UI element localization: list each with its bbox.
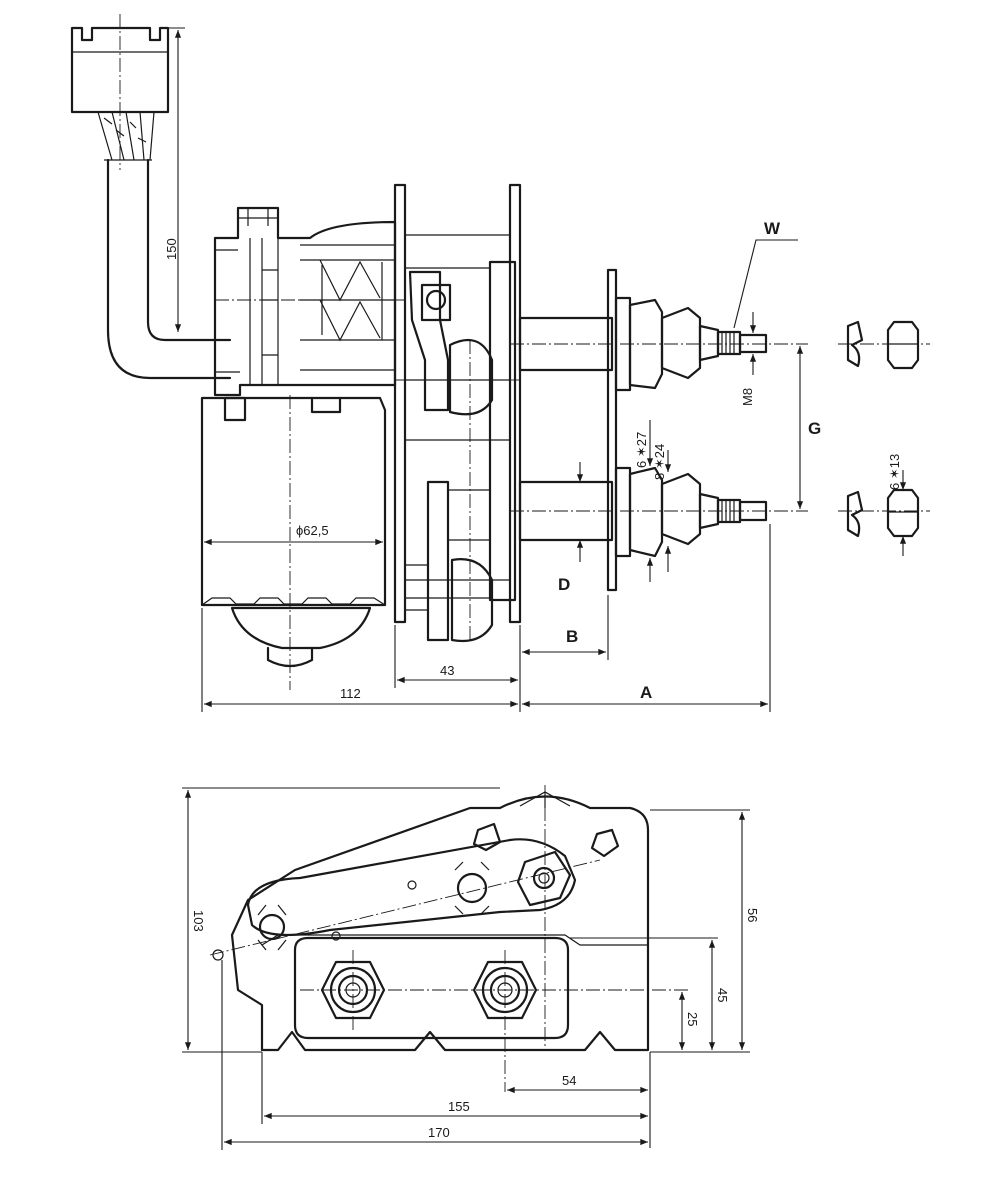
dim-D: D (558, 462, 584, 594)
dim-M8: M8 (740, 312, 757, 406)
dim-150: 150 (164, 27, 185, 332)
dim-45: 45 (570, 937, 730, 1050)
dim-43: 43 (394, 625, 518, 688)
dim-43-label: 43 (440, 663, 454, 678)
dim-B: B (519, 595, 609, 712)
dim-103-label: 103 (191, 910, 206, 932)
dim-112: 112 (201, 608, 518, 712)
plan-view: 103 56 45 25 54 (182, 785, 760, 1150)
dim-155-label: 155 (448, 1099, 470, 1114)
dim-170: 170 (221, 960, 649, 1150)
cable (104, 158, 232, 380)
dim-G: G (796, 346, 821, 509)
nut-size-labels: 6 ✶27 8 ✶24 6 ✶13 (634, 420, 907, 582)
dim-W: W (733, 219, 798, 329)
plan-housing (230, 791, 650, 1052)
nut-24-label: 8 ✶24 (652, 444, 667, 480)
dim-motor-diameter-label: ϕ62,5 (296, 523, 329, 538)
dim-56-label: 56 (745, 908, 760, 922)
motor: ϕ62,5 (200, 395, 387, 690)
dim-B-label: B (566, 627, 578, 646)
dim-56: 56 (650, 809, 760, 1053)
side-view: 150 ϕ62,5 (70, 14, 930, 712)
upper-spindle (510, 268, 808, 592)
dim-150-label: 150 (164, 238, 179, 260)
dim-A-label: A (640, 683, 652, 702)
dim-54: 54 (506, 1052, 651, 1098)
dim-A: A (521, 524, 771, 712)
plan-crank-arm (209, 822, 620, 961)
dim-W-label: W (764, 219, 781, 238)
spare-washers-nuts (838, 320, 930, 538)
dim-M8-label: M8 (740, 388, 755, 406)
dim-54-label: 54 (562, 1073, 576, 1088)
dim-103: 103 (182, 787, 500, 1053)
lower-spindle (510, 466, 808, 558)
dim-G-label: G (808, 419, 821, 438)
mounting-frame (393, 183, 522, 643)
dim-170-label: 170 (428, 1125, 450, 1140)
connector-plug (70, 14, 170, 170)
dim-D-label: D (558, 575, 570, 594)
gearbox-housing (213, 206, 405, 397)
dim-155: 155 (261, 1052, 651, 1148)
dim-25: 25 (678, 991, 700, 1050)
nut-27-label: 6 ✶27 (634, 432, 649, 468)
dim-25-label: 25 (685, 1012, 700, 1026)
dim-112-label: 112 (340, 686, 361, 701)
dim-45-label: 45 (715, 988, 730, 1002)
nut-13-label: 6 ✶13 (887, 454, 902, 490)
